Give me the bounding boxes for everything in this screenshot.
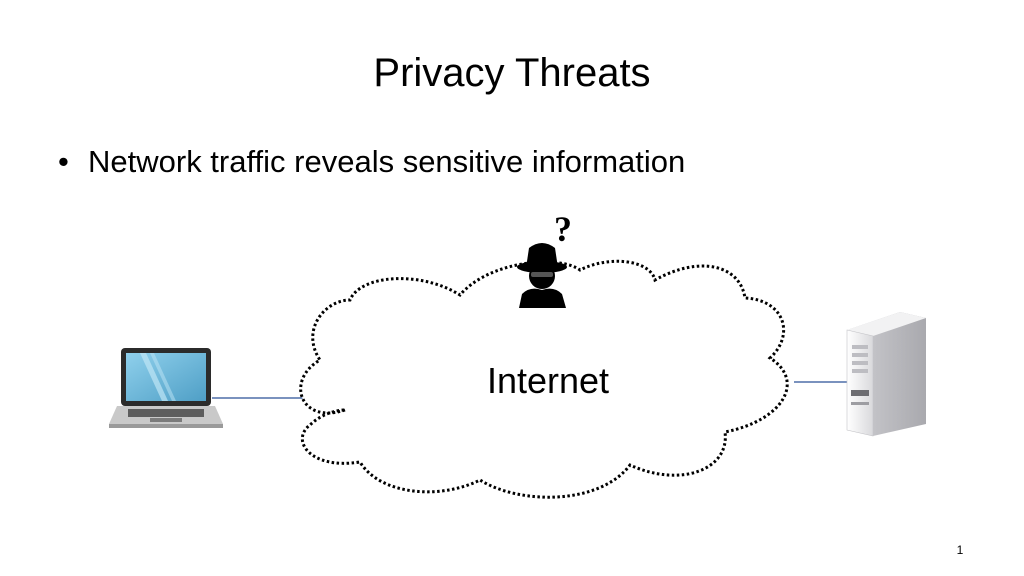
bullet-list: • Network traffic reveals sensitive info…	[56, 140, 685, 184]
cloud-label: Internet	[486, 360, 610, 401]
spy-icon	[517, 243, 567, 308]
slide-title: Privacy Threats	[373, 51, 651, 95]
bullet-item: • Network traffic reveals sensitive info…	[56, 140, 685, 184]
bullet-marker: •	[58, 144, 69, 179]
page-number: 1	[956, 543, 964, 557]
server-tower-icon	[846, 312, 926, 437]
bullet-text: Network traffic reveals sensitive inform…	[88, 144, 686, 179]
laptop-icon	[109, 348, 223, 428]
eavesdropper-question-mark: ?	[554, 209, 572, 249]
cloud-icon	[299, 259, 789, 499]
